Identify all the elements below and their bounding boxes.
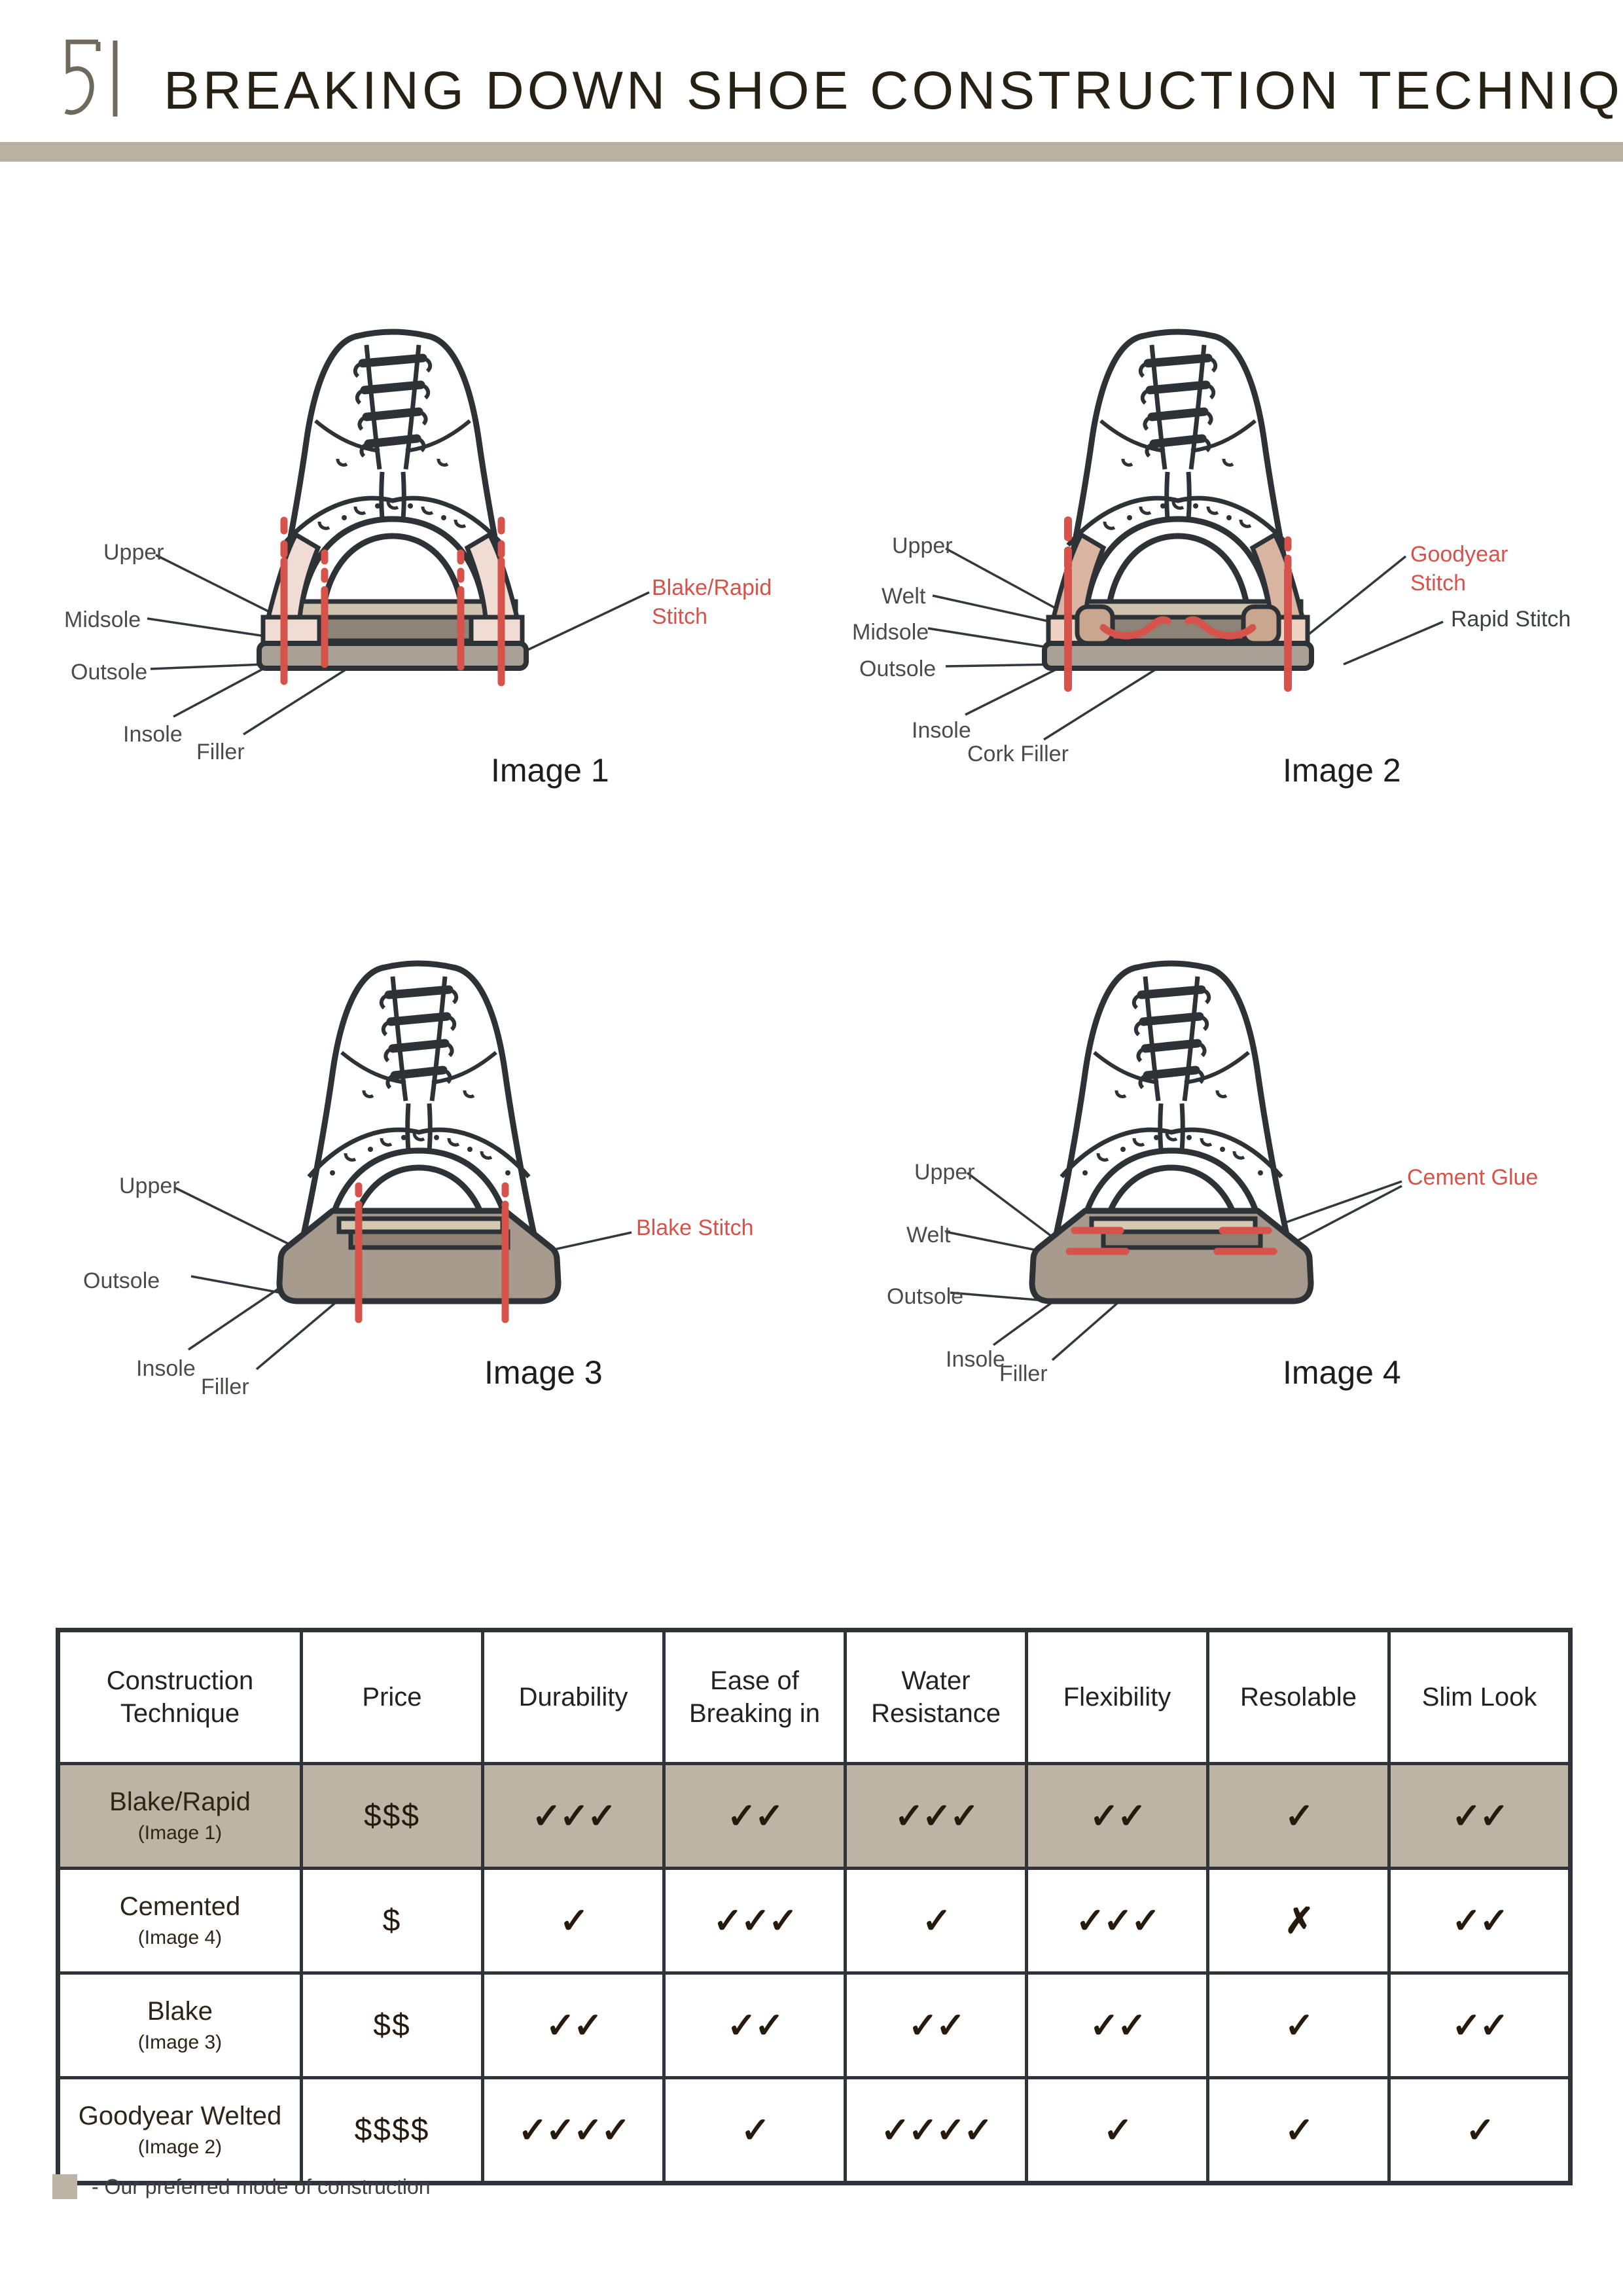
- price-cell: $$: [300, 1971, 484, 2079]
- price-cell: $: [300, 1867, 484, 1975]
- flexibility-cell: ✓✓✓: [1025, 1867, 1209, 1975]
- header-slim-look: Slim Look: [1387, 1628, 1572, 1765]
- part-label-upper: Upper: [119, 1174, 180, 1198]
- part-label-upper: Upper: [103, 540, 164, 565]
- part-label-outsole: Outsole: [859, 656, 936, 681]
- header-flexibility: Flexibility: [1025, 1628, 1209, 1765]
- part-label-filler: Filler: [201, 1374, 249, 1399]
- shoe-cross-section-blake: [175, 916, 632, 1371]
- water-cell: ✓✓: [844, 1971, 1028, 2079]
- technique-cell: Blake/Rapid (Image 1): [56, 1762, 303, 1870]
- callout-rapid-stitch: Rapid Stitch: [1451, 607, 1571, 632]
- price-cell: $$$: [300, 1762, 484, 1870]
- shoe-cross-section-blake-rapid: [147, 281, 650, 736]
- ease-cell: ✓✓✓: [662, 1867, 847, 1975]
- diagram-image-1: Upper Midsole Outsole Insole Filler Blak…: [39, 281, 792, 798]
- water-cell: ✓✓✓✓: [844, 2076, 1028, 2185]
- durability-cell: ✓✓✓: [481, 1762, 666, 1870]
- header-durability: Durability: [481, 1628, 666, 1765]
- legend: - Our preferred mode of construction: [52, 2174, 431, 2199]
- resolable-cell: ✗: [1206, 1867, 1391, 1975]
- header-water-resistance: Water Resistance: [844, 1628, 1028, 1765]
- technique-image-ref: (Image 4): [137, 1927, 223, 1948]
- technique-cell: Blake (Image 3): [56, 1971, 303, 2079]
- table-header-row: Construction Technique Price Durability …: [56, 1628, 1572, 1765]
- caption-image-4: Image 4: [1283, 1354, 1401, 1391]
- shoe-cross-section-goodyear: [927, 281, 1444, 741]
- legend-swatch: [52, 2174, 77, 2199]
- table-row: Blake/Rapid (Image 1) $$$ ✓✓✓ ✓✓ ✓✓✓ ✓✓ …: [56, 1762, 1572, 1870]
- part-label-midsole: Midsole: [64, 607, 141, 632]
- technique-image-ref: (Image 2): [137, 2136, 223, 2158]
- water-cell: ✓✓✓: [844, 1762, 1028, 1870]
- ease-cell: ✓✓: [662, 1762, 847, 1870]
- technique-name: Cemented: [119, 1892, 241, 1921]
- resolable-cell: ✓: [1206, 1971, 1391, 2079]
- part-label-welt: Welt: [882, 584, 926, 609]
- slim-look-cell: ✓✓: [1387, 1867, 1572, 1975]
- durability-cell: ✓: [481, 1867, 666, 1975]
- diagram-image-4: Upper Welt Outsole Insole Filler Cement …: [831, 916, 1597, 1433]
- caption-image-3: Image 3: [484, 1354, 603, 1391]
- water-cell: ✓: [844, 1867, 1028, 1975]
- part-label-welt: Welt: [906, 1223, 951, 1247]
- slim-look-cell: ✓: [1387, 2076, 1572, 2185]
- callout-blake-rapid-stitch: Blake/Rapid Stitch: [652, 575, 772, 630]
- slim-look-cell: ✓✓: [1387, 1762, 1572, 1870]
- part-label-filler: Filler: [196, 740, 245, 764]
- accent-bar: [0, 142, 1623, 162]
- part-label-insole: Insole: [946, 1347, 1005, 1372]
- flexibility-cell: ✓✓: [1025, 1971, 1209, 2079]
- header-construction-technique: Construction Technique: [56, 1628, 303, 1765]
- flexibility-cell: ✓: [1025, 2076, 1209, 2185]
- caption-image-2: Image 2: [1283, 752, 1401, 789]
- part-label-insole: Insole: [136, 1356, 196, 1381]
- diagram-image-3: Upper Outsole Insole Filler Blake Stitch…: [39, 916, 792, 1433]
- part-label-insole: Insole: [912, 718, 971, 743]
- technique-image-ref: (Image 1): [137, 1822, 223, 1844]
- resolable-cell: ✓: [1206, 1762, 1391, 1870]
- callout-cement-glue: Cement Glue: [1407, 1165, 1539, 1190]
- part-label-outsole: Outsole: [83, 1268, 160, 1293]
- part-label-cork-filler: Cork Filler: [967, 742, 1069, 766]
- part-label-outsole: Outsole: [71, 660, 148, 685]
- part-label-outsole: Outsole: [887, 1284, 964, 1309]
- technique-cell: Cemented (Image 4): [56, 1867, 303, 1975]
- legend-text: - Our preferred mode of construction: [92, 2174, 431, 2198]
- technique-cell: Goodyear Welted (Image 2): [56, 2076, 303, 2185]
- header-resolable: Resolable: [1206, 1628, 1391, 1765]
- header-price: Price: [300, 1628, 484, 1765]
- shoe-cross-section-cemented: [945, 916, 1402, 1361]
- page-title: BREAKING DOWN SHOE CONSTRUCTION TECHNIQU…: [164, 61, 1623, 120]
- caption-image-1: Image 1: [491, 752, 609, 789]
- callout-goodyear-stitch: Goodyear Stitch: [1410, 542, 1508, 596]
- price-cell: $$$$: [300, 2076, 484, 2185]
- table-row: Goodyear Welted (Image 2) $$$$ ✓✓✓✓ ✓ ✓✓…: [56, 2076, 1572, 2185]
- construction-comparison-table: Construction Technique Price Durability …: [56, 1628, 1573, 2185]
- diagram-image-2: Upper Welt Midsole Outsole Insole Cork F…: [831, 281, 1597, 798]
- technique-image-ref: (Image 3): [137, 2032, 223, 2053]
- part-label-midsole: Midsole: [852, 620, 929, 645]
- ease-cell: ✓✓: [662, 1971, 847, 2079]
- slim-look-cell: ✓✓: [1387, 1971, 1572, 2079]
- logo-51-icon: [58, 37, 123, 124]
- table-row: Blake (Image 3) $$ ✓✓ ✓✓ ✓✓ ✓✓ ✓ ✓✓: [56, 1971, 1572, 2079]
- part-label-insole: Insole: [123, 722, 183, 747]
- header-ease-of-breaking-in: Ease of Breaking in: [662, 1628, 847, 1765]
- durability-cell: ✓✓✓✓: [481, 2076, 666, 2185]
- ease-cell: ✓: [662, 2076, 847, 2185]
- resolable-cell: ✓: [1206, 2076, 1391, 2185]
- technique-name: Blake/Rapid: [109, 1787, 251, 1816]
- flexibility-cell: ✓✓: [1025, 1762, 1209, 1870]
- technique-name: Blake: [147, 1997, 213, 2026]
- technique-name: Goodyear Welted: [78, 2102, 282, 2130]
- part-label-upper: Upper: [914, 1160, 975, 1185]
- part-label-filler: Filler: [999, 1361, 1048, 1386]
- callout-blake-stitch: Blake Stitch: [636, 1215, 754, 1240]
- part-label-upper: Upper: [892, 533, 953, 558]
- durability-cell: ✓✓: [481, 1971, 666, 2079]
- table-row: Cemented (Image 4) $ ✓ ✓✓✓ ✓ ✓✓✓ ✗ ✓✓: [56, 1867, 1572, 1975]
